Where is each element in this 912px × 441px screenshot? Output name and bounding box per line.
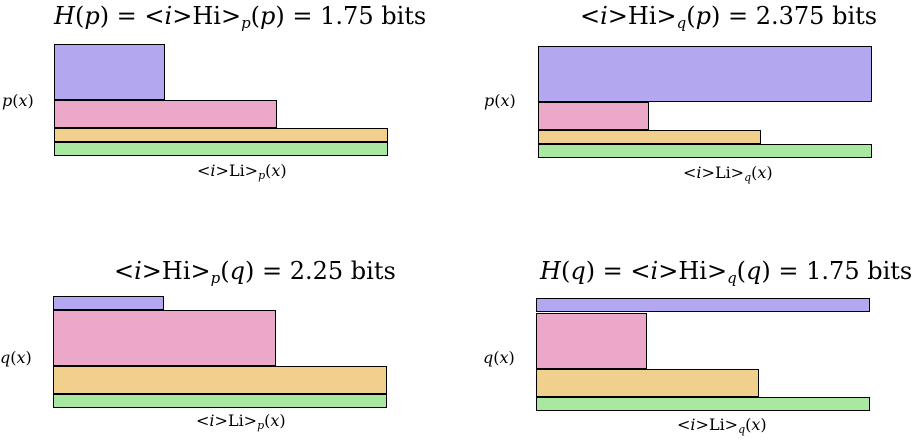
panel-title: <i>Hi>q(p) = 2.375 bits: [580, 2, 878, 32]
panel-title: <i>Hi>p(q) = 2.25 bits: [114, 257, 396, 287]
bar-x2: [536, 313, 647, 369]
bar-x4: [53, 394, 387, 408]
bar-x1: [538, 46, 872, 102]
y-axis-label: p(x): [2, 91, 34, 110]
y-axis-label: p(x): [484, 91, 516, 110]
bar-x2: [53, 310, 276, 366]
x-axis-label: <i>Li>q(x): [683, 163, 773, 184]
x-axis-label: <i>Li>q(x): [677, 415, 767, 436]
bar-x2: [54, 100, 277, 128]
bar-x3: [538, 130, 761, 144]
panel-title: H(q) = <i>Hi>q(q) = 1.75 bits: [540, 257, 912, 287]
x-axis-label: <i>Li>p(x): [197, 161, 287, 182]
bar-x1: [536, 298, 870, 312]
bar-x4: [54, 142, 388, 156]
bar-x2: [538, 102, 649, 130]
bar-x1: [54, 44, 165, 100]
bar-x3: [54, 128, 388, 142]
y-axis-label: q(x): [0, 348, 32, 367]
bar-x4: [538, 144, 872, 158]
bar-x3: [536, 369, 759, 397]
bar-x4: [536, 397, 870, 411]
x-axis-label: <i>Li>p(x): [196, 411, 286, 432]
bar-x3: [53, 366, 387, 394]
y-axis-label: q(x): [483, 348, 515, 367]
panel-title: H(p) = <i>Hi>p(p) = 1.75 bits: [54, 2, 427, 32]
bar-x1: [53, 296, 164, 310]
